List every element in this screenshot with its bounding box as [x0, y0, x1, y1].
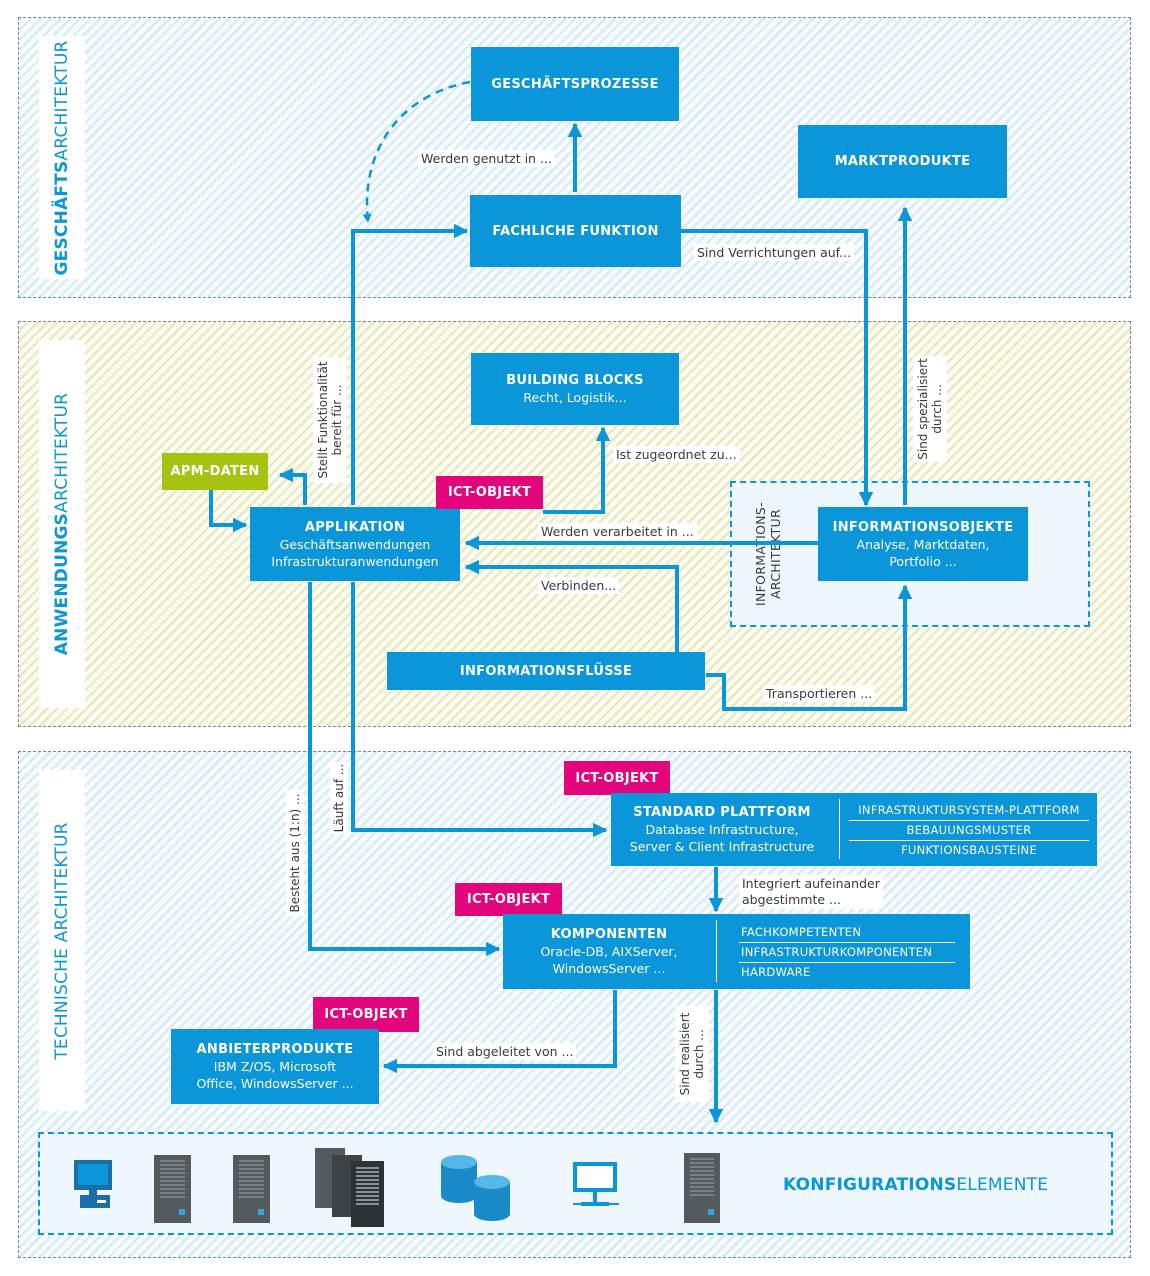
apm-daten-box[interactable]: APM-DATEN — [162, 453, 268, 490]
technical-layer-label: TECHNISCHE ARCHITEKTUR — [39, 770, 85, 1111]
plattform-list-item: FUNKTIONSBAUSTEINE — [900, 843, 1038, 857]
ict-objekt-tag-komponenten: ICT-OBJEKT — [455, 883, 562, 916]
ict-objekt-tag-applikation: ICT-OBJEKT — [436, 476, 543, 509]
applikation-box[interactable]: APPLIKATION Geschäftsanwendungen Infrast… — [250, 507, 460, 581]
building-blocks-box[interactable]: BUILDING BLOCKS Recht, Logistik... — [471, 353, 679, 425]
komponenten-list-item: INFRASTRUKTURKOMPONENTEN — [739, 943, 955, 963]
ict-objekt-tag-plattform: ICT-OBJEKT — [564, 761, 670, 795]
konfigurationselemente-area — [38, 1132, 1113, 1235]
werden-genutzt-label: Werden genutzt in ... — [418, 150, 555, 167]
ist-zugeordnet-label: Ist zugeordnet zu... — [613, 446, 740, 463]
komponenten-box[interactable]: KOMPONENTEN Oracle-DB, AIXServer, Window… — [503, 914, 970, 989]
werden-verarbeitet-label: Werden verarbeitet in ... — [538, 523, 697, 540]
konfigurationselemente-label: KONFIGURATIONSELEMENTE — [783, 1175, 1049, 1195]
informationsfluesse-box[interactable]: INFORMATIONSFLÜSSE — [387, 652, 705, 690]
laeuft-auf-label: Läuft auf ... — [330, 762, 348, 834]
verbinden-label: Verbinden... — [538, 577, 620, 594]
business-layer-label: GESCHÄFTSARCHITEKTUR — [39, 36, 85, 279]
besteht-aus-label: Besteht aus (1:n) ... — [286, 790, 304, 916]
sind-abgeleitet-label: Sind abgeleitet von ... — [433, 1043, 577, 1060]
transportieren-label: Transportieren ... — [763, 685, 876, 702]
application-layer-label: ANWENDUNGSARCHITEKTUR — [39, 340, 85, 708]
komponenten-list-item: FACHKOMPETENTEN — [739, 923, 955, 943]
fachliche-funktion-box[interactable]: FACHLICHE FUNKTION — [470, 195, 681, 267]
standard-plattform-box[interactable]: STANDARD PLATTFORM Database Infrastructu… — [611, 793, 1097, 866]
komponenten-list-item: HARDWARE — [741, 965, 811, 979]
anbieterprodukte-box[interactable]: ANBIETERPRODUKTE IBM Z/OS, Microsoft Off… — [171, 1029, 379, 1104]
integriert-label: Integriert aufeinander abgestimmte ... — [739, 875, 883, 909]
plattform-list-item: INFRASTRUKTURSYSTEM-PLATTFORM — [849, 801, 1089, 821]
marktprodukte-box[interactable]: MARKTPRODUKTE — [798, 125, 1007, 198]
geschaeftsprozesse-box[interactable]: GESCHÄFTSPROZESSE — [471, 47, 679, 121]
informationsobjekte-box[interactable]: INFORMATIONSOBJEKTE Analyse, Marktdaten,… — [818, 507, 1028, 581]
plattform-list-item: BEBAUUNGSMUSTER — [849, 821, 1089, 841]
ict-objekt-tag-anbieter: ICT-OBJEKT — [313, 997, 419, 1032]
sind-verrichtungen-label: Sind Verrichtungen auf... — [694, 244, 855, 261]
